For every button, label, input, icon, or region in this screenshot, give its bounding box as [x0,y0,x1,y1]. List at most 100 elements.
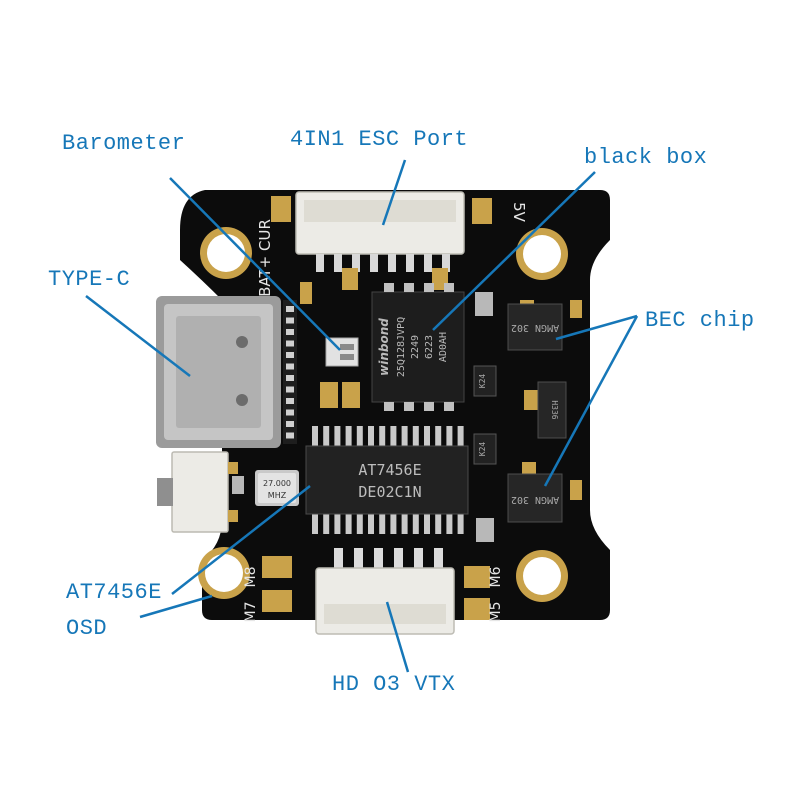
vtx-pin [394,548,403,570]
vtx-pin [334,548,343,570]
usb-pin [286,340,294,347]
osd-chip-label-2: DE02C1N [358,483,421,501]
usb-pin [286,421,294,427]
usb-pin [286,386,294,393]
osd-pin [401,426,408,446]
leader-line [169,177,341,351]
osd-pin [323,514,330,534]
osd-pin [446,426,453,446]
osd-pin [412,426,419,446]
osd-pin [312,514,318,534]
usb-pin [286,409,294,416]
vtx-pin [374,548,383,570]
esc-pin [406,254,414,272]
usb-pin [286,363,294,370]
vtx-pin [434,548,443,570]
k24-label-a: K24 [478,374,487,389]
osd-pin [323,426,330,446]
leader-line [139,594,213,619]
leader-line [85,295,191,377]
esc-connector [295,191,465,272]
usb-pin [286,352,294,358]
flash-pin [424,402,434,411]
osd-pin [312,426,318,446]
osd-pin [334,426,341,446]
silk-m6: M6 [488,566,504,587]
osd-pin [446,514,453,534]
silk-m7: M7 [243,602,259,623]
flash-pin [444,402,454,411]
osd-pin [435,426,442,446]
label-esc-port: 4IN1 ESC Port [290,127,469,152]
vtx-pin [414,548,423,570]
leader-line [385,601,410,673]
flash-pin [404,283,414,292]
osd-pin [401,514,408,534]
osd-pin [368,426,374,446]
leader-line [171,485,311,595]
osd-pin [334,514,341,534]
bec-chip-bottom: AMGN 302 [507,473,563,523]
mounting-hole-bottom-right [516,550,568,602]
usb-pin [286,375,294,381]
esc-pin [316,254,324,272]
crystal-oscillator: 27.000 MHZ [255,470,299,506]
osd-pin [424,426,430,446]
esc-pin [442,254,450,272]
transistor-k24-b: K24 [473,433,497,465]
osd-pin [345,426,352,446]
callout-leader-lines [85,159,639,673]
osd-pin [390,426,397,446]
leader-line [381,159,407,226]
esc-pin [424,254,432,272]
passive-components [262,268,582,620]
flash-label-1: 25Q128JVPQ [396,317,407,377]
osd-pin [345,514,352,534]
osd-pin [457,426,464,446]
label-bec-chip: BEC chip [645,308,755,333]
crystal-label-2: MHZ [268,491,287,500]
osd-pin [356,514,363,534]
flash-label-3: 6223 [424,335,435,359]
ceramic-capacitors [232,292,494,542]
usb-pin [286,317,294,324]
pad [271,196,291,222]
bec-chip-middle: H336 [537,381,567,439]
label-barometer: Barometer [62,131,186,156]
osd-pin [412,514,419,534]
usb-pin [286,329,294,335]
usb-pin [286,398,294,404]
crystal-label-1: 27.000 [263,479,291,488]
leader-line [432,171,596,331]
flash-pin [384,402,394,411]
k24-label-b: K24 [478,442,487,457]
vtx-pin [354,548,363,570]
bec-bottom-label: AMGN 302 [511,494,559,505]
osd-pin [390,514,397,534]
flash-label-4: AD0AH [438,332,449,362]
side-connector [157,451,238,533]
flash-pin [384,283,394,292]
transistor-k24-a: K24 [473,365,497,397]
usb-pin [286,432,294,439]
osd-pin [457,514,464,534]
esc-pin [334,254,342,272]
mid-chip-label: H336 [550,400,559,419]
bec-top-label: AMGN 302 [511,322,559,333]
silk-m5: M5 [488,602,504,623]
osd-chip-label-1: AT7456E [358,461,421,479]
label-osd-chip-name: AT7456E [66,580,162,605]
label-black-box: black box [584,145,708,170]
mounting-hole-bottom-left [198,547,250,599]
mounting-hole-top-right [516,228,568,280]
flash-pin [404,402,414,411]
esc-pin [352,254,360,272]
osd-pin [356,426,363,446]
esc-pin [370,254,378,272]
silk-m8: M8 [243,567,259,588]
leader-line [543,315,639,487]
osd-pin [424,514,430,534]
pad [472,198,492,224]
